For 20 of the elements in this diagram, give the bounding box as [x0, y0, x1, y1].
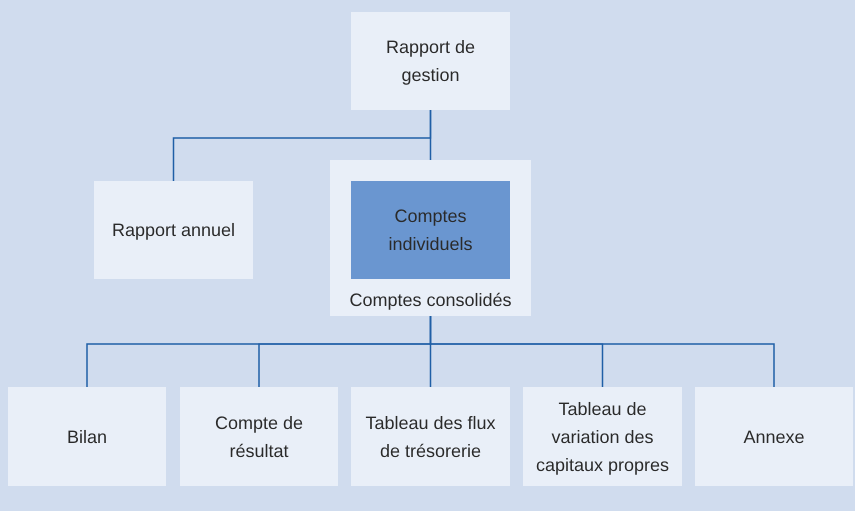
box-label: Tableau de variation des capitaux propres — [534, 398, 670, 477]
text-box — [351, 12, 510, 110]
highlighted-box — [351, 181, 510, 279]
box-label: Comptes individuels — [387, 205, 474, 256]
box-label: Rapport annuel — [110, 219, 236, 242]
box-label: Tableau des flux de trésorerie — [364, 412, 497, 462]
text-box — [351, 387, 510, 486]
box-label: Compte de résultat — [214, 412, 304, 462]
text-box — [523, 387, 682, 486]
text-box — [94, 181, 253, 279]
box-label: Bilan — [66, 426, 108, 448]
text-box — [8, 387, 166, 486]
text-box — [180, 387, 338, 486]
box-label: Comptes consolidés — [348, 289, 513, 312]
box-label: Rapport de gestion — [384, 36, 476, 87]
text-box — [695, 387, 853, 486]
group-box — [330, 160, 531, 316]
connector-line — [430, 110, 432, 160]
box-label: Annexe — [742, 426, 806, 448]
connector-line — [430, 316, 775, 387]
